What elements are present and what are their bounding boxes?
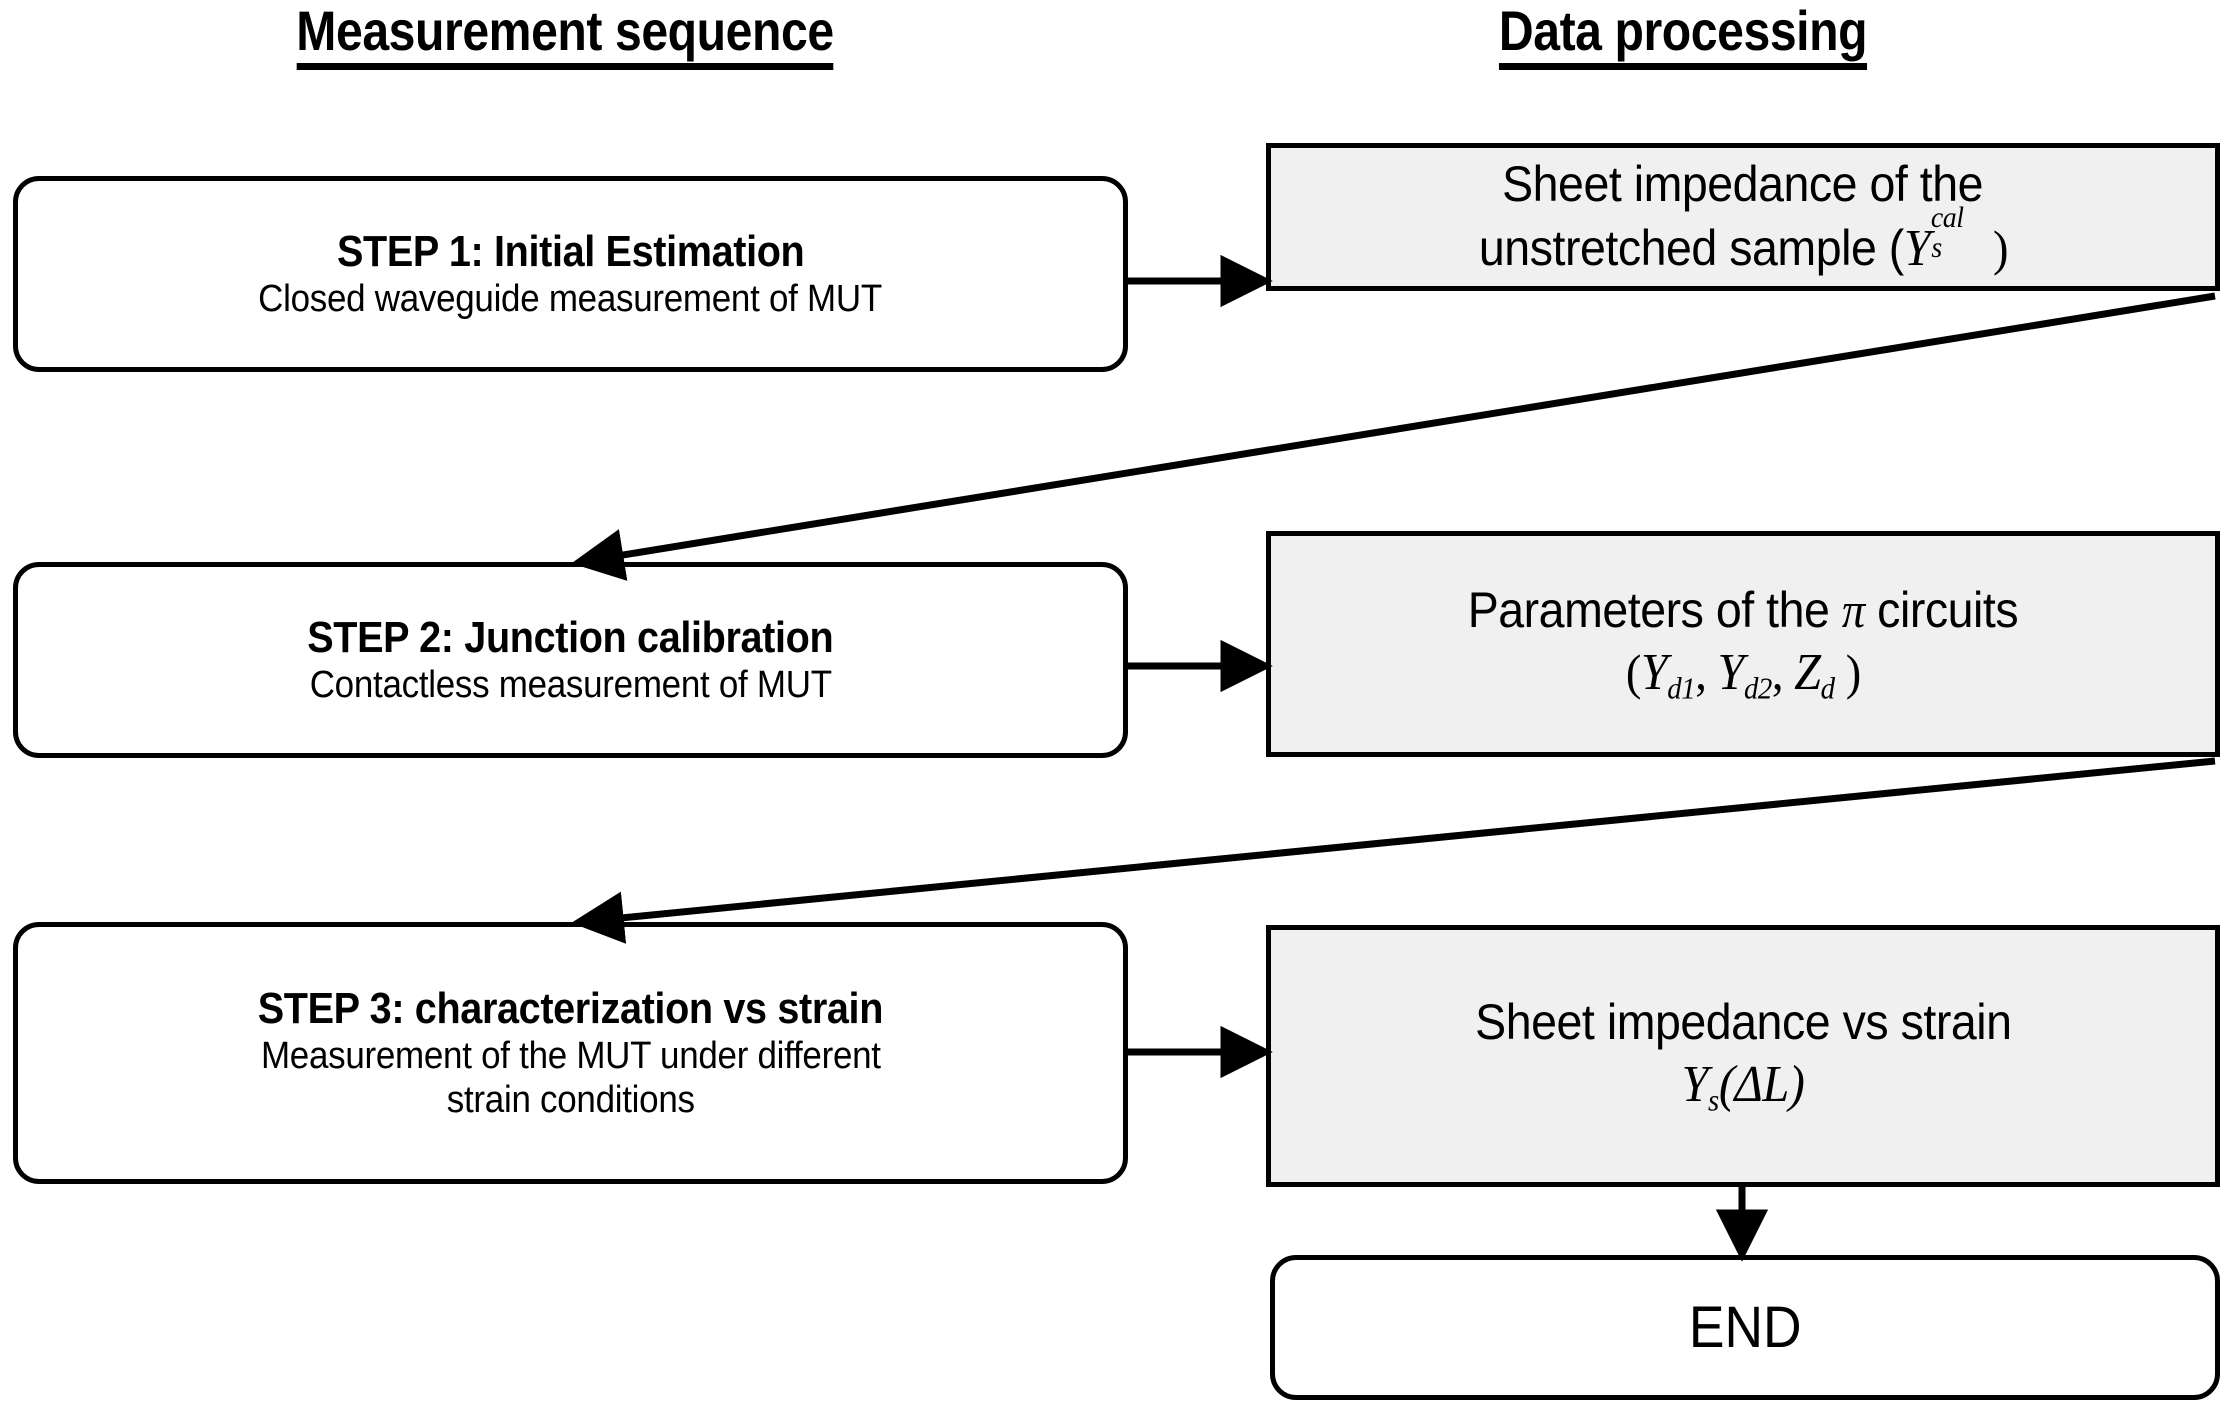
data-3-argument-delta-L: (ΔL) (1718, 1056, 1805, 1114)
step-3-title: STEP 3: characterization vs strain (257, 984, 884, 1034)
column-header-left-text: Measurement sequence (296, 1, 834, 70)
data-2-subscript-d: d (1820, 670, 1835, 706)
column-header-measurement-sequence: Measurement sequence (79, 1, 1051, 70)
column-header-right-text: Data processing (1498, 1, 1868, 70)
data-2-subscript-d2: d2 (1743, 670, 1772, 706)
data-1-subscript-s: s (1930, 230, 1942, 264)
data-3-line-1: Sheet impedance vs strain (1474, 994, 2012, 1051)
step-3-subtitle-line-2: strain conditions (446, 1078, 695, 1121)
data-2-line-1-prefix: Parameters of the (1467, 582, 1842, 639)
data-2-line-1-suffix: circuits (1864, 582, 2019, 639)
step-3-subtitle-line-1: Measurement of the MUT under different (260, 1034, 881, 1077)
data-box-1-sheet-impedance-unstretched: Sheet impedance of the unstretched sampl… (1266, 143, 2220, 291)
data-2-paren-close: ) (1834, 644, 1861, 701)
data-2-comma-2: , (1771, 644, 1794, 701)
end-node[interactable]: END (1270, 1255, 2220, 1400)
data-3-subscript-s: s (1708, 1082, 1719, 1118)
data-1-symbol-Y: Y (1903, 219, 1930, 277)
data-2-line-2: (Yd1, Yd2, Zd ) (1626, 641, 1861, 707)
data-2-subscript-d1: d1 (1667, 670, 1695, 706)
data-1-line-2-suffix: ) (1992, 219, 2008, 276)
data-2-comma-1: , (1694, 644, 1718, 701)
step-box-3[interactable]: STEP 3: characterization vs strain Measu… (13, 922, 1128, 1184)
step-2-title: STEP 2: Junction calibration (307, 613, 834, 663)
data-box-2-pi-circuit-parameters: Parameters of the π circuits (Yd1, Yd2, … (1266, 531, 2220, 757)
data-1-line-2-prefix: unstretched sample ( (1478, 219, 1904, 276)
data-2-symbol-Yd2: Y (1717, 644, 1744, 702)
data-3-line-2: Ys(ΔL) (1682, 1053, 1805, 1119)
data-2-symbol-Zd: Z (1793, 644, 1821, 702)
step-box-1[interactable]: STEP 1: Initial Estimation Closed wavegu… (13, 176, 1128, 372)
step-1-title: STEP 1: Initial Estimation (336, 227, 805, 277)
end-node-label: END (1688, 1295, 1802, 1360)
step-1-subtitle-line-1: Closed waveguide measurement of MUT (258, 277, 883, 320)
step-box-2[interactable]: STEP 2: Junction calibration Contactless… (13, 562, 1128, 758)
data-2-line-1: Parameters of the π circuits (1467, 580, 2019, 641)
data-box-3-sheet-impedance-vs-strain: Sheet impedance vs strain Ys(ΔL) (1266, 925, 2220, 1187)
arrow-data2-to-step3 (571, 757, 2216, 944)
column-header-data-processing: Data processing (1207, 1, 2158, 70)
data-2-paren-open: ( (1625, 644, 1641, 701)
step-2-subtitle-line-1: Contactless measurement of MUT (309, 663, 832, 706)
data-1-line-1: Sheet impedance of the (1502, 155, 1984, 212)
data-3-symbol-Y: Y (1681, 1056, 1709, 1114)
data-1-superscript-cal: cal (1930, 200, 1964, 234)
data-2-pi-symbol: π (1841, 582, 1865, 639)
data-2-symbol-Yd1: Y (1640, 644, 1668, 702)
